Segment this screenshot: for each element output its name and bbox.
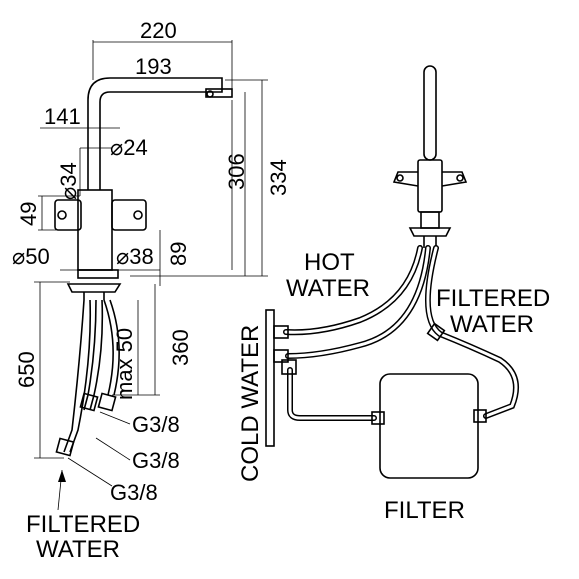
filter-inlet-fitting (371, 411, 385, 425)
label-filtered-water-right-2: WATER (450, 311, 534, 338)
thread-g38-3: G3/8 (110, 480, 158, 505)
dim-89: 89 (166, 242, 191, 266)
dim-diameter-34: ⌀34 (56, 162, 81, 200)
dim-diameter-24: ⌀24 (110, 135, 148, 160)
installation-schematic: HOT WATER FILTERED WATER COLD WATER FILT… (237, 65, 550, 524)
dimension-lines (34, 40, 268, 511)
label-filter: FILTER (384, 497, 465, 524)
label-hot-line-2: WATER (286, 275, 370, 302)
dim-49: 49 (16, 202, 41, 226)
label-cold-water: COLD WATER (237, 325, 264, 482)
filter-outlet-fitting (473, 409, 487, 423)
dim-diameter-38: ⌀38 (116, 244, 154, 269)
thread-g38-2: G3/8 (132, 448, 180, 473)
dim-220: 220 (140, 18, 177, 43)
hoses (283, 245, 519, 421)
label-filtered-water-left-2: WATER (36, 536, 120, 563)
dim-334: 334 (266, 159, 291, 196)
dim-650: 650 (14, 351, 39, 388)
dim-141: 141 (44, 104, 81, 129)
label-filtered-water-left-1: FILTERED (26, 511, 140, 538)
filtered-hose-fitting (426, 322, 446, 342)
hot-fitting (273, 325, 289, 339)
label-hot-line-1: HOT (304, 249, 355, 276)
cold-fitting (273, 349, 289, 363)
dim-diameter-50: ⌀50 (12, 244, 50, 269)
dim-193: 193 (135, 54, 172, 79)
wall-supply-strip (265, 309, 275, 447)
dimension-drawing: 220 193 141 ⌀24 ⌀34 306 334 49 ⌀50 ⌀38 8… (12, 18, 291, 563)
tee-fitting (281, 359, 297, 375)
dim-306: 306 (224, 153, 249, 190)
filter-unit (379, 373, 479, 479)
thread-g38-1: G3/8 (132, 412, 180, 437)
dim-360: 360 (168, 329, 193, 366)
label-filtered-water-right-1: FILTERED (436, 285, 550, 312)
faucet-front-view (392, 65, 468, 248)
dim-max-50: max 50 (112, 328, 137, 400)
